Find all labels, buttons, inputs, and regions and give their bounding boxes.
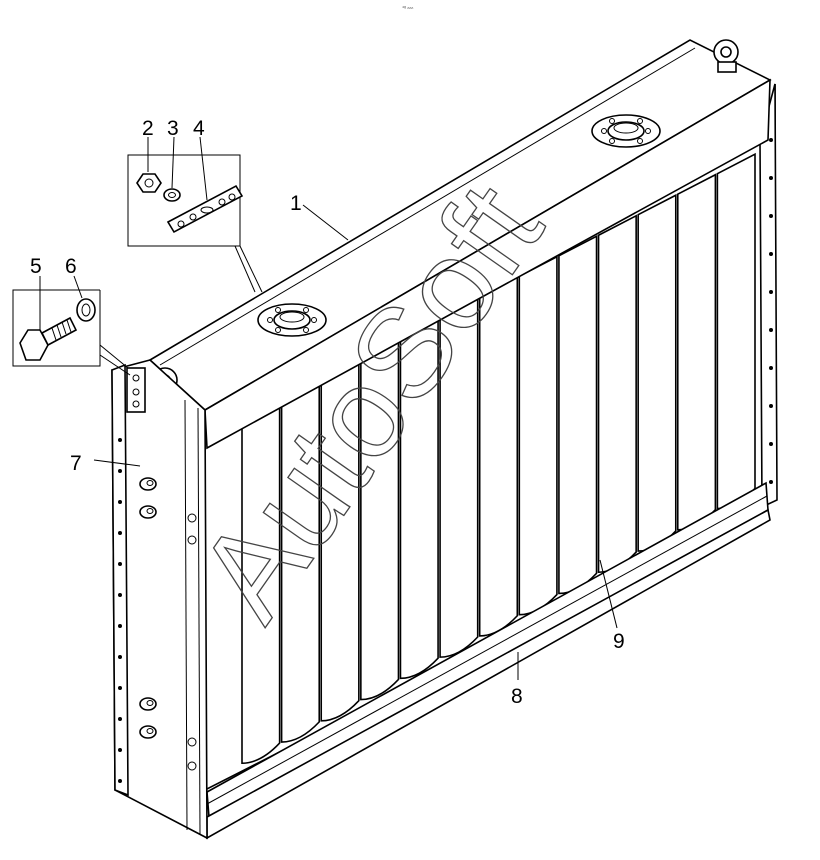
fin-panel [241, 399, 281, 765]
edge-rivet [769, 214, 773, 218]
edge-rivet [118, 686, 122, 690]
callout-7: 7 [70, 452, 82, 475]
edge-rivet [118, 531, 122, 535]
lifting-eye-rear [713, 39, 739, 73]
callout-5: 5 [30, 255, 42, 278]
callout-labels: 2 3 4 1 5 6 7 8 9 [30, 117, 625, 708]
callout-1: 1 [290, 192, 302, 215]
hex-bolt [19, 316, 78, 361]
edge-rivet [118, 624, 122, 628]
edge-rivet [769, 138, 773, 142]
edge-rivet [118, 562, 122, 566]
fin-panel [518, 255, 558, 616]
edge-rivet [769, 176, 773, 180]
edge-rivet [118, 655, 122, 659]
edge-rivet [769, 404, 773, 408]
fin-panel [280, 378, 321, 743]
lock-plate [166, 184, 244, 234]
callout-6: 6 [65, 255, 77, 278]
fin-panel [320, 358, 360, 722]
radiator-core [204, 83, 778, 840]
fitting-lower-a [139, 697, 157, 711]
edge-rivet [118, 438, 122, 442]
washer-small [163, 188, 181, 202]
edge-rivet [769, 328, 773, 332]
inset-fasteners-top [127, 154, 263, 293]
fin-panel [676, 173, 717, 531]
edge-rivet [769, 252, 773, 256]
top-flange-front [257, 303, 327, 337]
edge-rivet [118, 779, 122, 783]
fitting-lower-b [139, 725, 157, 739]
fin-panel [360, 337, 400, 701]
header-mark: ⁴ᵍ ₙₙₙ [402, 5, 413, 11]
fitting-upper-a [139, 477, 157, 491]
callout-3: 3 [167, 117, 179, 140]
callout-4: 4 [193, 117, 205, 140]
nut [136, 173, 162, 193]
edge-rivet [118, 469, 122, 473]
fitting-upper-b [139, 505, 157, 519]
side-panel-left [111, 138, 773, 840]
callout-2: 2 [142, 117, 154, 140]
edge-rivet [118, 593, 122, 597]
edge-rivet [118, 717, 122, 721]
top-flange-rear [591, 114, 661, 148]
fin-panel [597, 214, 637, 574]
edge-rivet [118, 500, 122, 504]
fin-panel [637, 193, 677, 552]
fin-panel [399, 317, 439, 680]
callout-9: 9 [613, 630, 625, 653]
leader-lines [39, 136, 618, 680]
fin-panel [558, 234, 598, 595]
callout-8: 8 [511, 685, 523, 708]
edge-rivets [118, 138, 773, 783]
edge-rivet [769, 480, 773, 484]
edge-rivet [769, 290, 773, 294]
edge-rivet [118, 748, 122, 752]
edge-rivet [769, 442, 773, 446]
washer-large [76, 298, 96, 322]
inset-fasteners-side [12, 289, 131, 376]
fin-panel [716, 152, 756, 510]
edge-rivet [769, 366, 773, 370]
